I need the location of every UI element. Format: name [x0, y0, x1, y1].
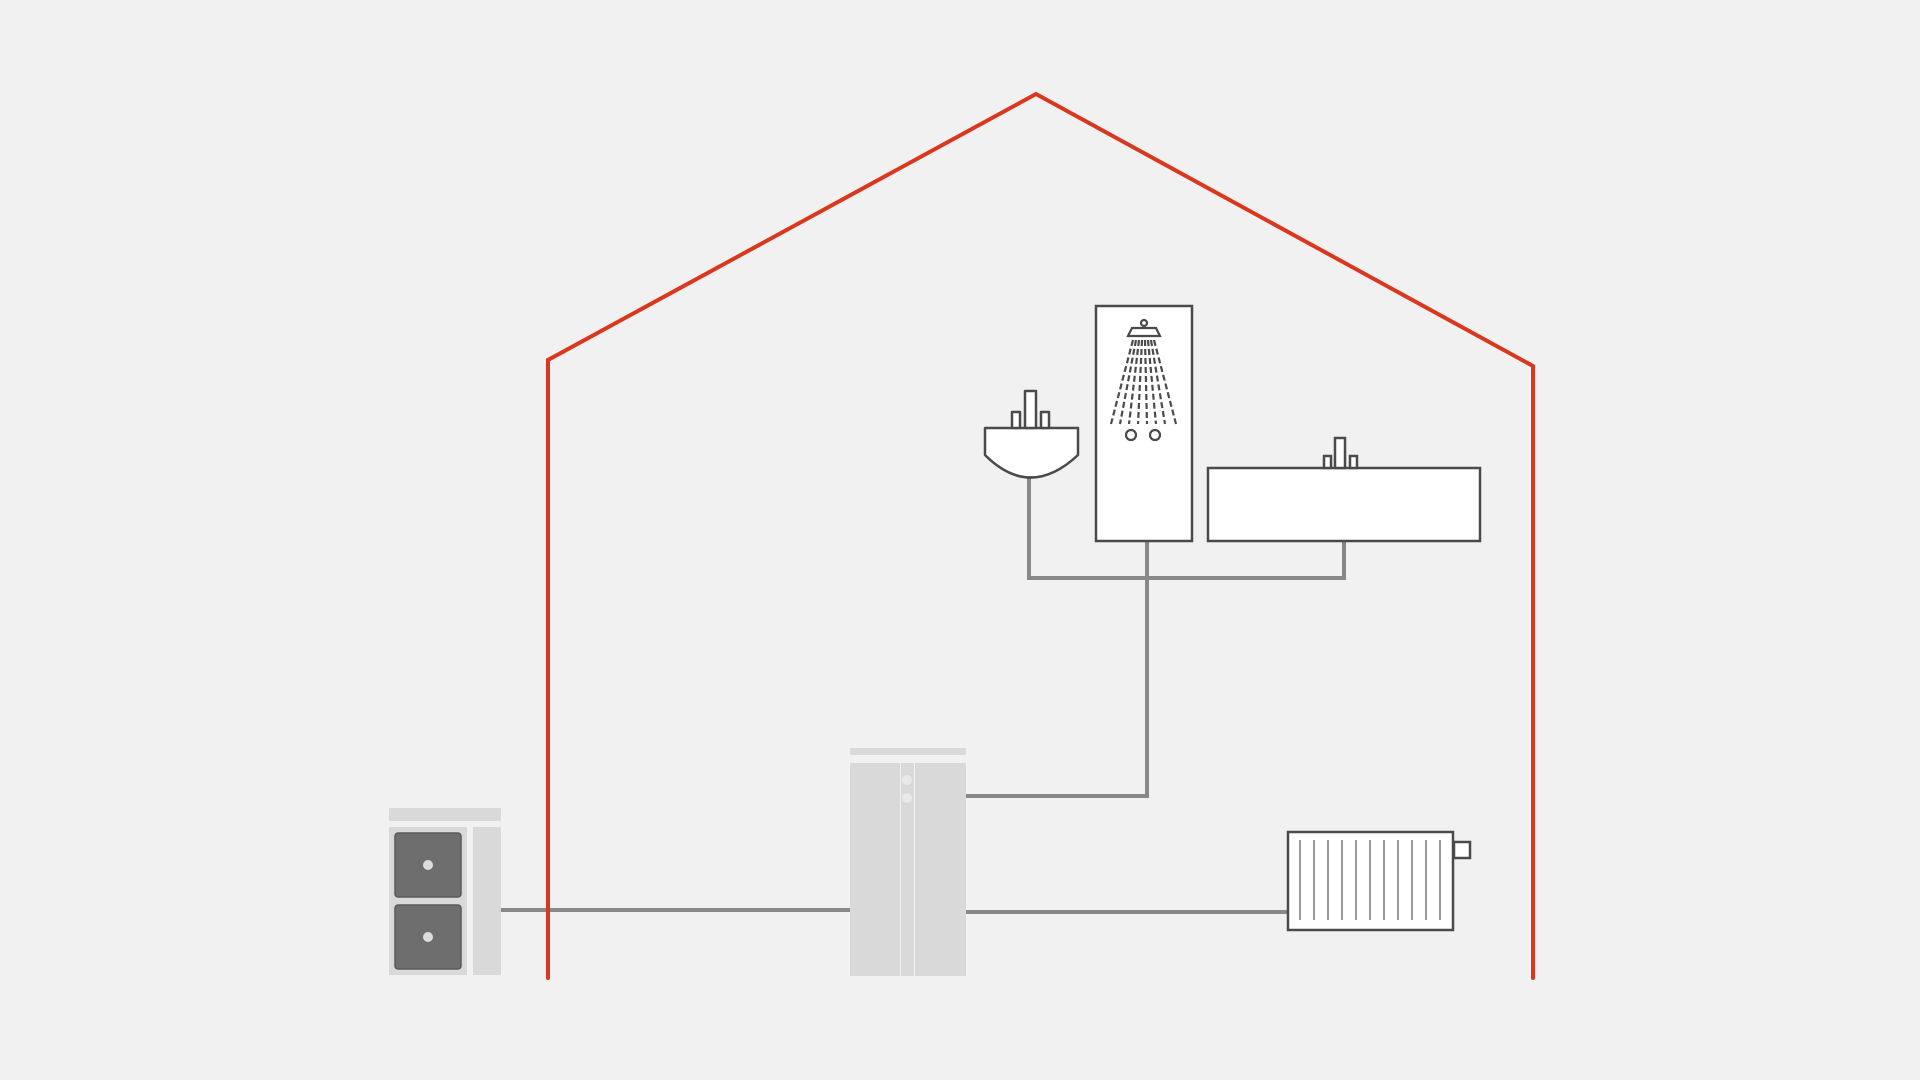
washbasin-handle-right	[1039, 410, 1051, 430]
shower-valve-right	[1148, 428, 1162, 442]
shower-icon	[1094, 304, 1194, 543]
heat-pump-outdoor-unit-icon	[389, 808, 501, 975]
shower-head	[1126, 326, 1162, 338]
washbasin-handle-left	[1010, 410, 1022, 430]
outdoor-unit-top-cap	[389, 808, 501, 821]
pipe-indoor-to-bathroom	[964, 539, 1149, 798]
washbasin-icon	[983, 389, 1080, 479]
shower-valves-icon	[1124, 428, 1162, 442]
indoor-unit-middle-strip	[901, 763, 914, 976]
outdoor-unit-side-panel	[473, 827, 501, 975]
shower-spray-line	[1143, 339, 1149, 425]
radiator-valve	[1452, 840, 1472, 860]
shower-spray-line	[1118, 339, 1138, 425]
outdoor-unit-fan-hub-top	[423, 860, 433, 870]
shower-spray-line	[1152, 339, 1178, 425]
shower-head-knob	[1139, 318, 1149, 328]
indoor-unit-left-door	[850, 763, 900, 976]
bathtub-icon	[1206, 436, 1482, 543]
pipe-bathroom-manifold	[1027, 476, 1346, 580]
outdoor-unit-fan-hub-bottom	[423, 932, 433, 942]
shower-spray-line	[1146, 339, 1158, 425]
shower-spray-line	[1136, 339, 1144, 425]
bathtub-body	[1206, 466, 1482, 543]
indoor-unit-knob-bottom	[902, 793, 912, 803]
bathtub-handle-right	[1348, 454, 1359, 470]
indoor-unit-knob-top	[902, 775, 912, 785]
radiator-icon	[1286, 830, 1472, 932]
shower-spray-icon	[1109, 339, 1178, 425]
washbasin-bowl	[983, 426, 1080, 479]
shower-valve-left	[1124, 428, 1138, 442]
shower-spray-line	[1127, 339, 1141, 425]
washbasin-tap	[1023, 389, 1038, 430]
pipes	[499, 476, 1346, 914]
shower-head-icon	[1126, 318, 1162, 338]
bathtub-handle-left	[1322, 454, 1333, 470]
shower-spray-line	[1109, 339, 1135, 425]
house-outline	[546, 91, 1535, 980]
indoor-unit-top-cap	[850, 748, 966, 755]
indoor-unit-right-door	[915, 763, 966, 976]
indoor-storage-unit-icon	[850, 748, 966, 976]
shower-spray-line	[1149, 339, 1167, 425]
radiator-fins	[1299, 840, 1441, 920]
bathtub-tap	[1333, 436, 1347, 470]
